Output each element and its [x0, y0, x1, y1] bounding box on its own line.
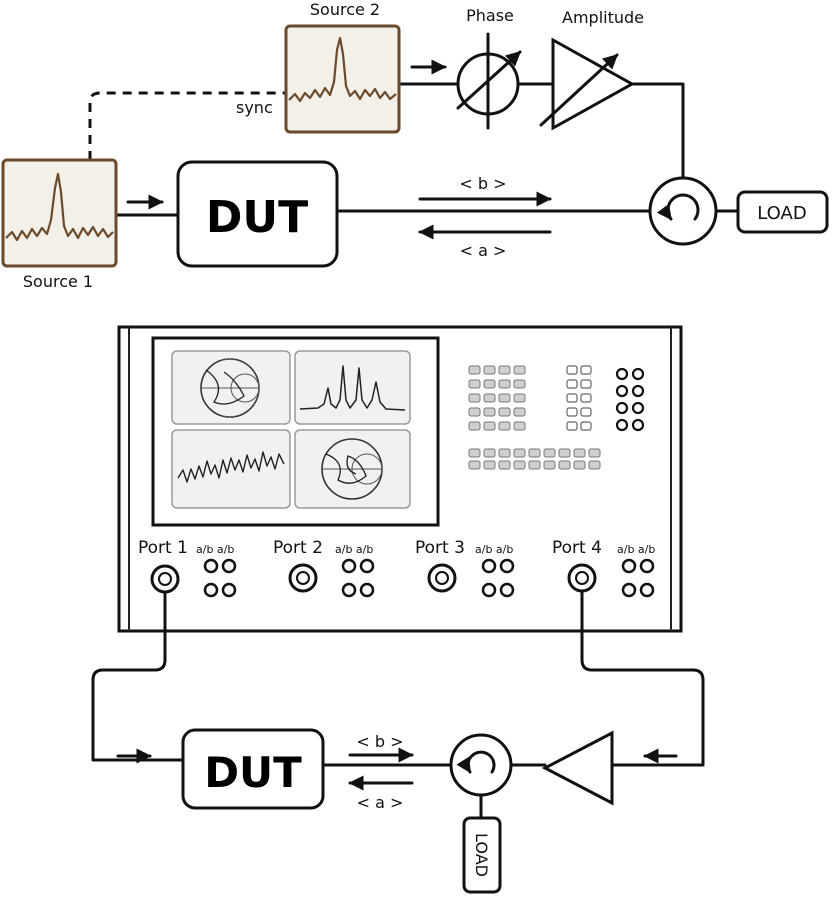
instrument: Port 1 a/b a/b Port 2 a/b a/b Port 3 a/b…	[117, 325, 683, 633]
amplitude-label: Amplitude	[562, 8, 644, 27]
phase-shifter	[456, 32, 522, 130]
port-2-connector[interactable]	[288, 563, 318, 593]
port-2-sub: a/b a/b	[335, 543, 373, 556]
source-1-box	[1, 158, 118, 268]
keypad-grid-1[interactable]	[468, 365, 526, 431]
phase-label: Phase	[466, 6, 514, 25]
amplitude-amplifier	[539, 37, 636, 131]
load-box-bottom: LOAD	[462, 816, 502, 894]
keypad-grid-2[interactable]	[566, 365, 592, 431]
dut-label-bottom: DUT	[204, 748, 302, 797]
circulator-bottom	[449, 733, 513, 797]
top-setup: Source 2 sync Source 1 Phase Amplitude D…	[1, 0, 829, 291]
load-box-top: LOAD	[736, 190, 829, 234]
port-3-connector[interactable]	[427, 563, 457, 593]
wave-a-label-top: < a >	[460, 241, 507, 260]
port-1-receiver-jacks[interactable]	[203, 558, 237, 598]
cable-port1-to-dut	[91, 590, 185, 762]
screen-panel-spectrum	[294, 350, 411, 425]
dut-box-bottom: DUT	[181, 728, 325, 810]
source-2-label: Source 2	[310, 0, 380, 19]
source-2-box	[284, 24, 401, 134]
screen-panel-waveform	[171, 429, 291, 509]
wire-amplitude-to-circulator	[630, 82, 685, 182]
port-1-label: Port 1	[138, 538, 188, 558]
bottom-setup: DUT < b > < a > LOAD	[91, 589, 705, 894]
port-4-sub: a/b a/b	[617, 543, 655, 556]
dut-box-top: DUT	[176, 160, 339, 268]
port-2-receiver-jacks[interactable]	[341, 558, 375, 598]
screen-panel-smith-chart-1	[171, 350, 291, 425]
port-1-sub: a/b a/b	[196, 543, 234, 556]
sync-line	[88, 91, 286, 160]
port-4-receiver-jacks[interactable]	[621, 558, 655, 598]
source-1-label: Source 1	[23, 272, 93, 291]
port-4-label: Port 4	[552, 538, 602, 558]
port-3-label: Port 3	[415, 538, 465, 558]
source-2-spectrum	[288, 36, 397, 103]
source-1-spectrum	[5, 172, 114, 242]
wave-a-label-bottom: < a >	[357, 793, 404, 812]
keypad-grid-3[interactable]	[468, 448, 601, 470]
port-3-sub: a/b a/b	[475, 543, 513, 556]
circulator-top	[648, 176, 718, 246]
port-1-connector[interactable]	[150, 564, 180, 594]
amplifier-bottom	[541, 730, 614, 806]
wave-b-label-bottom: < b >	[356, 732, 403, 751]
port-4-connector[interactable]	[567, 563, 597, 593]
wave-b-label-top: < b >	[459, 174, 506, 193]
dut-label-top: DUT	[206, 192, 308, 243]
load-label-top: LOAD	[757, 203, 806, 224]
screen-panel-smith-chart-2	[294, 429, 411, 509]
port-3-receiver-jacks[interactable]	[481, 558, 515, 598]
load-label-bottom: LOAD	[472, 833, 491, 877]
port-2-label: Port 2	[273, 538, 323, 558]
sync-label: sync	[236, 98, 273, 117]
panel-knobs[interactable]	[615, 367, 645, 432]
cable-port4-to-amplifier	[580, 589, 705, 767]
